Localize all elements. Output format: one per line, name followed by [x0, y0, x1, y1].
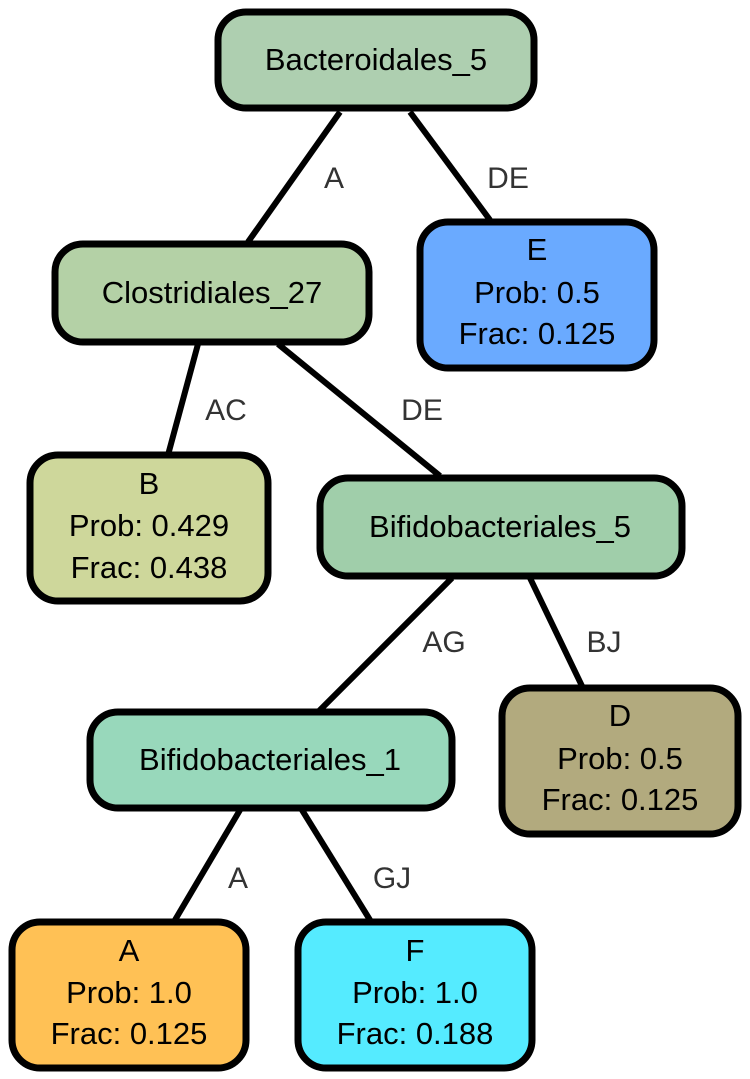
- edge-bacteroidales-5-to-e: [407, 110, 493, 222]
- node-box: [8, 918, 250, 1072]
- edge-clostridiales-27-to-b: [165, 343, 201, 456]
- edge-clostridiales-27-to-bifidobacteriales-5: [276, 341, 442, 479]
- node-box: [26, 451, 272, 605]
- node-box: [498, 684, 742, 838]
- node-box: [214, 8, 538, 112]
- edge-label-a: A: [228, 862, 248, 895]
- node-box: [294, 918, 536, 1072]
- leaf-prob: Prob: 1.0: [66, 975, 192, 1010]
- node-label: Bacteroidales_5: [265, 42, 487, 77]
- leaf-a: A Prob: 1.0 Frac: 0.125: [8, 918, 250, 1072]
- leaf-class: B: [139, 466, 160, 501]
- node-box: [416, 218, 658, 372]
- leaf-class: F: [406, 933, 425, 968]
- edge-label-bj: BJ: [586, 626, 621, 659]
- edge-bifidobacteriales-5-to-d: [527, 576, 585, 688]
- leaf-prob: Prob: 1.0: [352, 975, 478, 1010]
- leaf-frac: Frac: 0.125: [459, 316, 616, 351]
- node-bacteroidales-5: Bacteroidales_5: [214, 8, 538, 112]
- leaf-frac: Frac: 0.438: [71, 550, 228, 585]
- leaf-d: D Prob: 0.5 Frac: 0.125: [498, 684, 742, 838]
- edge-bifidobacteriales-1-to-f: [299, 808, 373, 922]
- leaf-b: B Prob: 0.429 Frac: 0.438: [26, 451, 272, 605]
- node-box: [316, 474, 686, 580]
- node-clostridiales-27: Clostridiales_27: [51, 240, 373, 346]
- leaf-class: D: [609, 698, 631, 733]
- leaf-prob: Prob: 0.5: [474, 275, 600, 310]
- edge-label-ac: AC: [205, 394, 247, 427]
- node-box: [86, 708, 456, 812]
- node-label: Bifidobacteriales_1: [139, 742, 401, 777]
- edge-bifidobacteriales-5-to-bifidobacteriales-1: [315, 575, 455, 715]
- edge-label-de: DE: [487, 162, 529, 195]
- leaf-frac: Frac: 0.125: [542, 782, 699, 817]
- leaf-f: F Prob: 1.0 Frac: 0.188: [294, 918, 536, 1072]
- leaf-prob: Prob: 0.429: [69, 508, 229, 543]
- edge-label-de: DE: [401, 394, 443, 427]
- edge-label-a: A: [324, 162, 344, 195]
- leaf-prob: Prob: 0.5: [557, 741, 683, 776]
- node-bifidobacteriales-5: Bifidobacteriales_5: [316, 474, 686, 580]
- edge-label-ag: AG: [422, 626, 465, 659]
- node-bifidobacteriales-1: Bifidobacteriales_1: [86, 708, 456, 812]
- leaf-class: E: [527, 232, 548, 267]
- leaf-frac: Frac: 0.188: [337, 1016, 494, 1051]
- leaf-class: A: [119, 933, 140, 968]
- node-label: Clostridiales_27: [102, 275, 323, 310]
- edge-label-gj: GJ: [373, 862, 411, 895]
- leaf-frac: Frac: 0.125: [51, 1016, 208, 1051]
- edge-bacteroidales-5-to-clostridiales-27: [245, 110, 343, 244]
- node-box: [51, 240, 373, 346]
- edges: [165, 110, 585, 922]
- leaf-e: E Prob: 0.5 Frac: 0.125: [416, 218, 658, 372]
- edge-labels: A DE AC DE AG BJ A GJ: [205, 162, 621, 895]
- node-label: Bifidobacteriales_5: [369, 509, 631, 544]
- edge-bifidobacteriales-1-to-a: [172, 808, 243, 922]
